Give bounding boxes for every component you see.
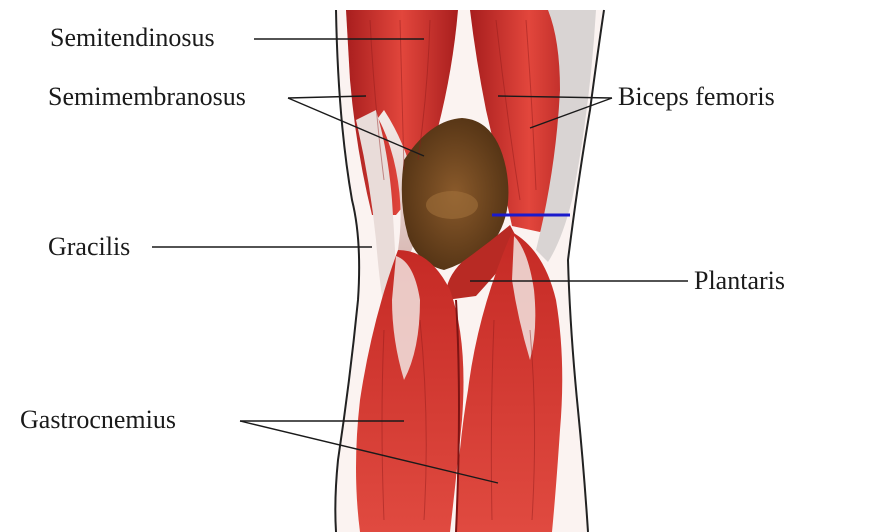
fossa-highlight xyxy=(426,191,478,219)
leader-biceps-b xyxy=(529,97,613,129)
gastrocnemius-medial-tendon xyxy=(392,256,420,380)
gracilis-muscle xyxy=(356,110,398,320)
label-biceps-femoris: Biceps femoris xyxy=(618,82,775,111)
label-gracilis: Gracilis xyxy=(48,232,131,261)
leg-outline-left xyxy=(334,9,361,532)
biceps-tendon-sheath xyxy=(536,10,596,262)
leader-semimembranosus-b xyxy=(287,97,425,157)
leader-gastrocnemius-b xyxy=(239,420,499,484)
label-semitendinosus: Semitendinosus xyxy=(50,23,215,52)
leader-lines xyxy=(152,38,688,484)
leader-biceps-a xyxy=(497,95,613,99)
label-gastrocnemius: Gastrocnemius xyxy=(20,405,176,434)
plantaris-muscle xyxy=(445,225,520,300)
gastrocnemius-lateral-head xyxy=(456,232,563,532)
gastrocnemius-lateral-tendon xyxy=(512,236,536,360)
gastrocnemius-medial-head xyxy=(356,250,464,532)
label-semimembranosus: Semimembranosus xyxy=(48,82,246,111)
gastrocnemius-divide xyxy=(455,299,460,532)
label-plantaris: Plantaris xyxy=(694,266,785,295)
leader-semimembranosus-a xyxy=(287,95,367,99)
leg-outline-right xyxy=(566,9,605,532)
